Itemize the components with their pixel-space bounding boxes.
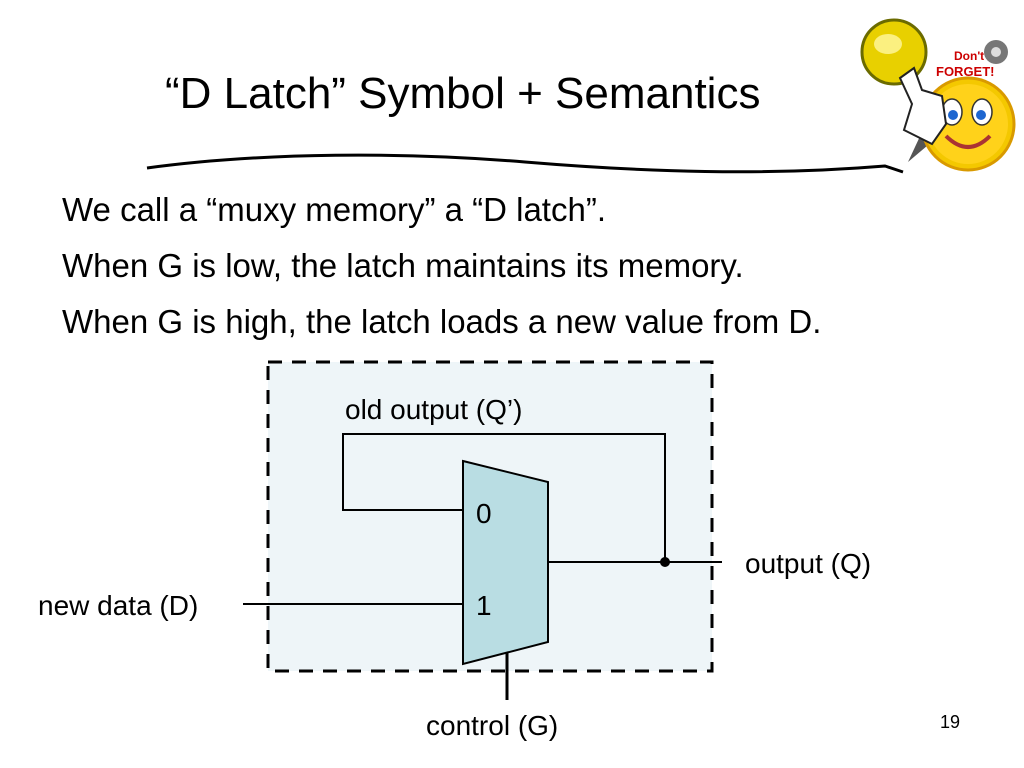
title-underline [146,153,904,174]
data-input-label: new data (D) [38,590,199,621]
mux-input-1-label: 1 [476,590,492,621]
output-label: output (Q) [745,548,872,579]
bullet-1: We call a “muxy memory” a “D latch”. [62,191,606,228]
bullet-3: When G is high, the latch loads a new va… [62,303,822,340]
svg-text:Don't: Don't [954,49,984,63]
page-number: 19 [940,712,961,732]
bullet-2: When G is low, the latch maintains its m… [62,247,744,284]
feedback-wire [342,433,666,562]
svg-text:FORGET!: FORGET! [936,64,995,79]
feedback-label: old output (Q’) [345,394,523,425]
mux-input-0-label: 0 [476,498,492,529]
control-label: control (G) [426,710,559,741]
mux-symbol [462,459,549,666]
slide-title: “D Latch” Symbol + Semantics [165,69,761,118]
dont-forget-smiley-icon: Don't FORGET! [860,18,1016,172]
output-junction-dot [660,557,670,567]
